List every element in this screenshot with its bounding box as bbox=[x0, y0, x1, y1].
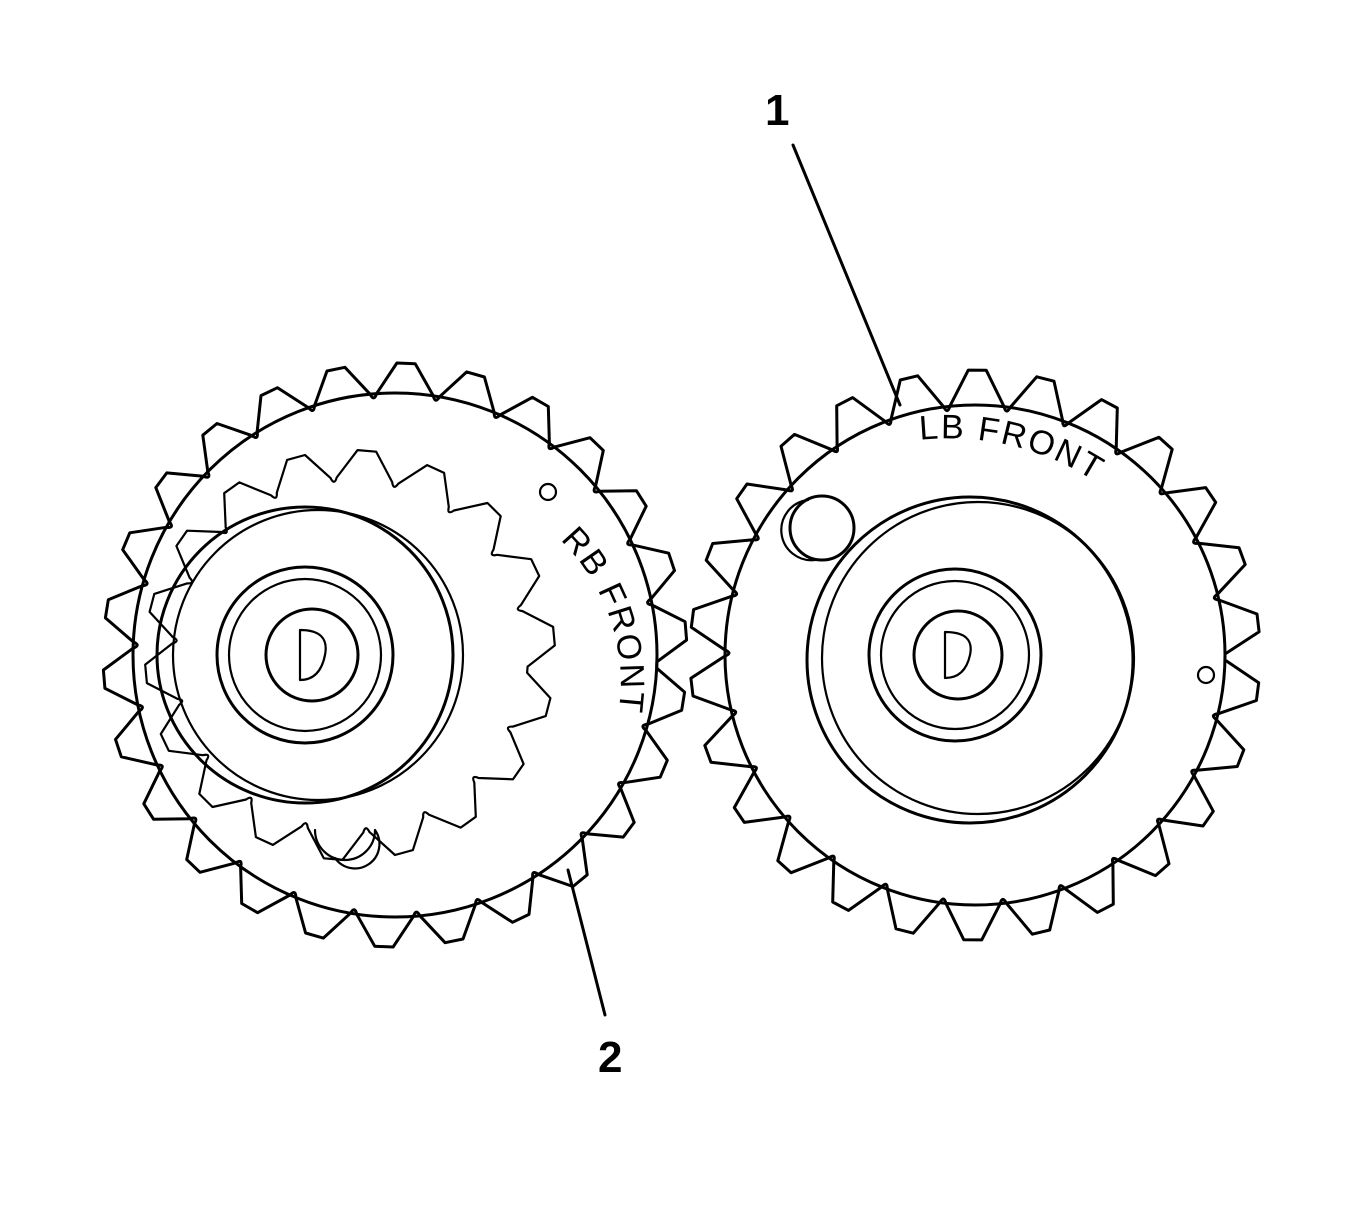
callout-2-leader bbox=[566, 868, 607, 1017]
left-sprocket-face bbox=[131, 391, 659, 919]
left-camshaft-sprocket: RB FRONT bbox=[101, 361, 689, 949]
right-sprocket-boss bbox=[867, 567, 1043, 743]
right-sprocket-dowel-hole bbox=[788, 494, 856, 562]
left-sprocket-inner-teeth bbox=[144, 449, 556, 861]
left-sprocket-boss bbox=[215, 565, 395, 745]
right-sprocket-bore bbox=[912, 609, 1004, 701]
callout-2-label: 2 bbox=[598, 1033, 622, 1082]
right-sprocket-dowel-shadow bbox=[780, 498, 817, 562]
right-camshaft-sprocket: LB FRONT bbox=[689, 368, 1261, 942]
callout-1-label: 1 bbox=[765, 86, 789, 135]
left-sprocket-boss-inner bbox=[227, 577, 383, 733]
left-sprocket-dowel-hole bbox=[313, 828, 381, 870]
left-sprocket-bore bbox=[264, 607, 360, 703]
left-sprocket-stamp: RB FRONT bbox=[554, 520, 651, 716]
right-sprocket-keyway bbox=[943, 630, 972, 680]
left-sprocket-hub bbox=[155, 505, 455, 805]
callout-2: 2 bbox=[566, 868, 622, 1082]
callout-1: 1 bbox=[765, 86, 902, 407]
left-sprocket-hub-rim bbox=[171, 508, 465, 802]
right-sprocket-hub-rim bbox=[820, 500, 1136, 816]
left-sprocket-outer-teeth bbox=[101, 361, 689, 949]
right-sprocket-stamp: LB FRONT bbox=[918, 408, 1111, 488]
right-sprocket-timing-mark bbox=[1196, 665, 1216, 685]
left-sprocket-timing-mark bbox=[538, 482, 558, 502]
right-sprocket-outer-teeth bbox=[689, 368, 1261, 942]
left-sprocket-keyway bbox=[298, 628, 327, 682]
right-sprocket-boss-inner bbox=[879, 579, 1031, 731]
callout-1-leader bbox=[791, 143, 902, 407]
right-sprocket-hub bbox=[805, 495, 1135, 825]
right-sprocket-face bbox=[723, 403, 1227, 907]
